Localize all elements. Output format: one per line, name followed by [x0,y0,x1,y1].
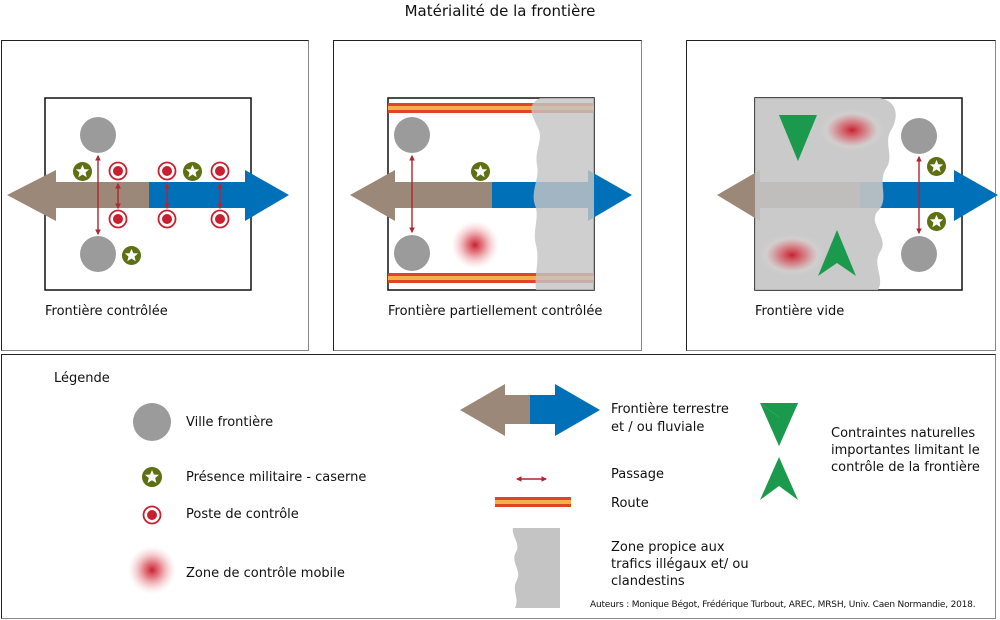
road [388,273,594,283]
military-base [122,246,141,265]
road [388,103,594,113]
land-border [350,170,492,221]
natural-constraint [818,230,856,276]
panel-controlled [1,40,309,351]
military-base [927,157,946,176]
panel-label-controlled: Frontière contrôlée [45,304,168,319]
panel-label-partial: Frontière partiellement contrôlée [388,304,603,319]
military-base [927,212,946,231]
checkpoint [108,161,128,181]
legend-border-icon [460,384,600,436]
checkpoint [210,209,230,229]
panel-partial [333,40,642,351]
legend-label-constraints-1: Contraintes naturelles [831,426,976,441]
checkpoint [108,209,128,229]
military-base [73,162,92,181]
legend-label-military: Présence militaire - caserne [186,470,367,485]
city [394,117,430,153]
military-base [183,162,202,181]
credits: Auteurs : Monique Bégot, Frédérique Turb… [590,600,976,610]
mobile-control-zone [758,233,826,277]
river-border [860,170,998,221]
checkpoint [157,161,177,181]
city [901,118,937,154]
legend-label-passage: Passage [611,467,664,482]
traffic-zone [531,98,594,290]
legend-mobile-zone-icon [128,546,176,594]
legend-label-border-1: Frontière terrestre [611,402,729,417]
legend-city-icon [133,403,171,441]
legend-label-constraints-2: importantes limitant le [831,443,980,458]
legend-label-constraints-3: contrôle de la frontière [831,460,980,475]
panel-label-empty: Frontière vide [755,304,845,319]
legend-label-traffic-1: Zone propice aux [611,540,725,555]
legend-label-city: Ville frontière [186,415,274,430]
mobile-control-zone [818,108,886,152]
legend-label-mobile-zone: Zone de contrôle mobile [186,566,345,581]
city [80,117,116,153]
legend-label-checkpoint: Poste de contrôle [186,507,299,522]
land-border [7,170,149,221]
legend-label-border-2: et / ou fluviale [611,420,705,435]
legend-box [1,354,996,619]
legend-label-traffic-2: trafics illégaux et/ ou [611,557,749,572]
legend-symbols [128,384,798,608]
legend-label-traffic-3: clandestins [611,574,685,589]
city [80,236,116,272]
mobile-control-zone [451,221,499,269]
legend-constraint-icon [760,457,798,500]
checkpoint [157,209,177,229]
checkpoint [210,161,230,181]
panel-empty-map [717,97,998,291]
city [901,236,937,272]
diagram-title: Matérialité de la frontière [404,2,596,20]
legend-label-road: Route [611,496,649,511]
legend-heading: Légende [54,371,110,386]
panel-partial-map [350,97,632,291]
legend-road-icon [495,497,571,507]
natural-constraint [779,115,817,161]
panel-controlled-map [7,97,289,291]
legend-traffic-zone-icon [512,528,560,608]
military-base [471,162,490,181]
city [394,235,430,271]
legend-constraint-icon [760,403,798,446]
